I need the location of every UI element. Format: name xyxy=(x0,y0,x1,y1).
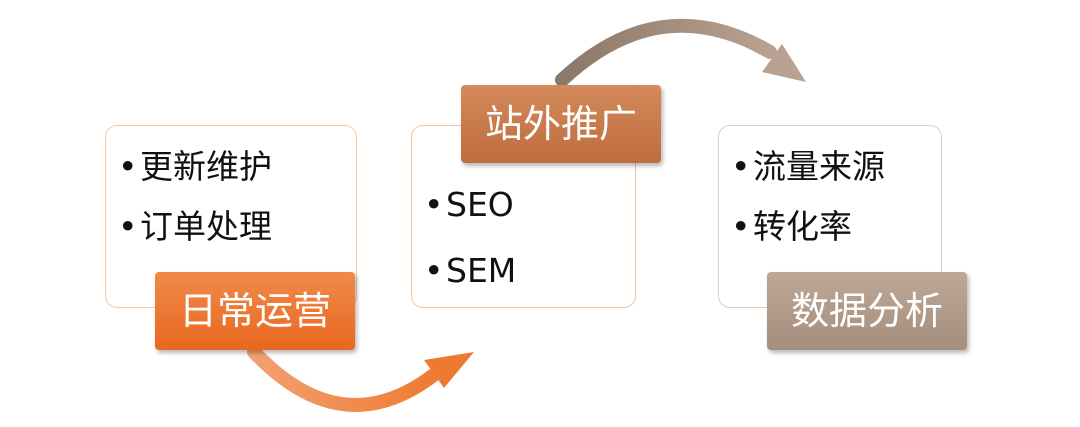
list-item: •SEO xyxy=(424,185,514,224)
list-item: •更新维护 xyxy=(118,147,272,186)
list-item: •流量来源 xyxy=(731,147,885,186)
stage-operations-card: •更新维护 •订单处理 xyxy=(105,125,357,308)
arrow-operations-to-promotion xyxy=(247,345,474,412)
arrow-promotion-to-analysis xyxy=(555,18,806,87)
stage-promotion-title: 站外推广 xyxy=(461,85,661,163)
list-item: •订单处理 xyxy=(118,207,272,246)
list-item: •SEM xyxy=(424,251,517,290)
list-item: •转化率 xyxy=(731,207,852,246)
stage-operations-title: 日常运营 xyxy=(155,272,355,350)
stage-analysis-title: 数据分析 xyxy=(767,272,967,350)
